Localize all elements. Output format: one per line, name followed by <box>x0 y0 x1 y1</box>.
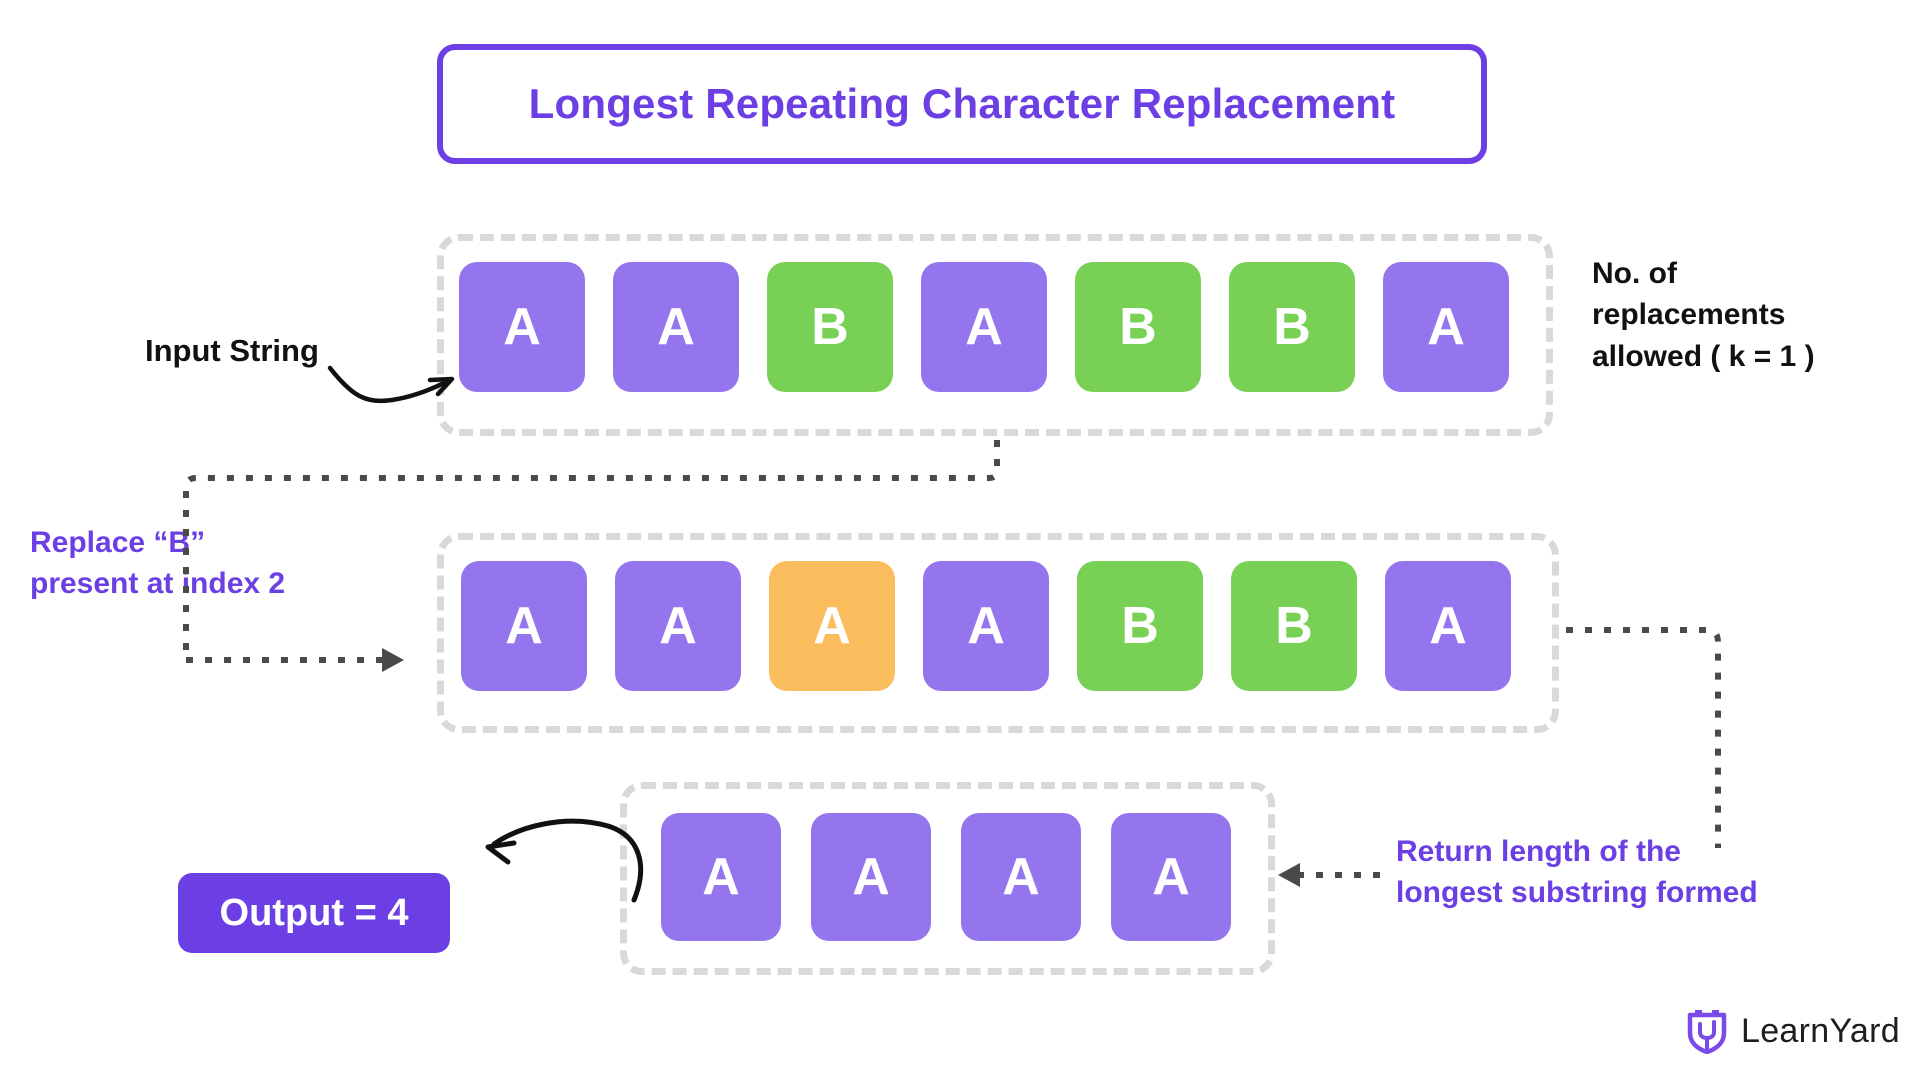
return-description-label: Return length of the longest substring f… <box>1396 832 1846 914</box>
k-note-line-3: allowed ( k = 1 ) <box>1592 339 1815 373</box>
char-cell: B <box>1077 561 1203 691</box>
char-cell: A <box>961 813 1081 941</box>
char-cell: A <box>923 561 1049 691</box>
replace-line-2: present at index 2 <box>30 566 286 600</box>
replace-instruction-label: Replace “B” present at index 2 <box>30 523 360 605</box>
char-cell: A <box>1385 561 1511 691</box>
page-title: Longest Repeating Character Replacement <box>528 80 1396 127</box>
diagram-title-box: Longest Repeating Character Replacement <box>437 44 1487 164</box>
input-string-label: Input String <box>145 333 319 368</box>
return-to-row3-arrow <box>1278 863 1380 887</box>
k-note-line-1: No. of <box>1592 257 1677 290</box>
char-cell: A <box>811 813 931 941</box>
return-line-1: Return length of the <box>1396 835 1681 868</box>
char-cell: A <box>615 561 741 691</box>
char-cell: B <box>1229 262 1355 392</box>
char-cell: A <box>461 561 587 691</box>
output-arrow <box>485 818 644 903</box>
char-cell: B <box>1231 561 1357 691</box>
input-string-cells: A A B A B B A <box>459 262 1509 392</box>
k-note-line-2: replacements <box>1592 298 1786 332</box>
char-cell: A <box>921 262 1047 392</box>
longest-substring-cells: A A A A <box>661 813 1231 941</box>
brand-logo: LearnYard <box>1686 1008 1900 1054</box>
char-cell: B <box>767 262 893 392</box>
brand-name: LearnYard <box>1741 1011 1900 1050</box>
char-cell: B <box>1075 262 1201 392</box>
char-cell: A <box>613 262 739 392</box>
replace-line-1: Replace “B” <box>30 526 206 559</box>
char-cell: A <box>1383 262 1509 392</box>
row2-to-return-path <box>1566 627 1721 848</box>
after-replacement-cells: A A A A B B A <box>461 561 1511 691</box>
char-cell: A <box>661 813 781 941</box>
output-badge: Output = 4 <box>178 873 450 953</box>
replace-to-row2-arrow <box>186 648 404 672</box>
input-string-arrow <box>327 365 455 404</box>
input-string-group-border <box>437 234 1553 436</box>
return-line-2: longest substring formed <box>1396 875 1758 909</box>
learnyard-shield-icon <box>1687 1010 1727 1054</box>
char-cell: A <box>1111 813 1231 941</box>
char-cell-replaced: A <box>769 561 895 691</box>
char-cell: A <box>459 262 585 392</box>
k-replacements-note: No. of replacements allowed ( k = 1 ) <box>1592 253 1892 377</box>
